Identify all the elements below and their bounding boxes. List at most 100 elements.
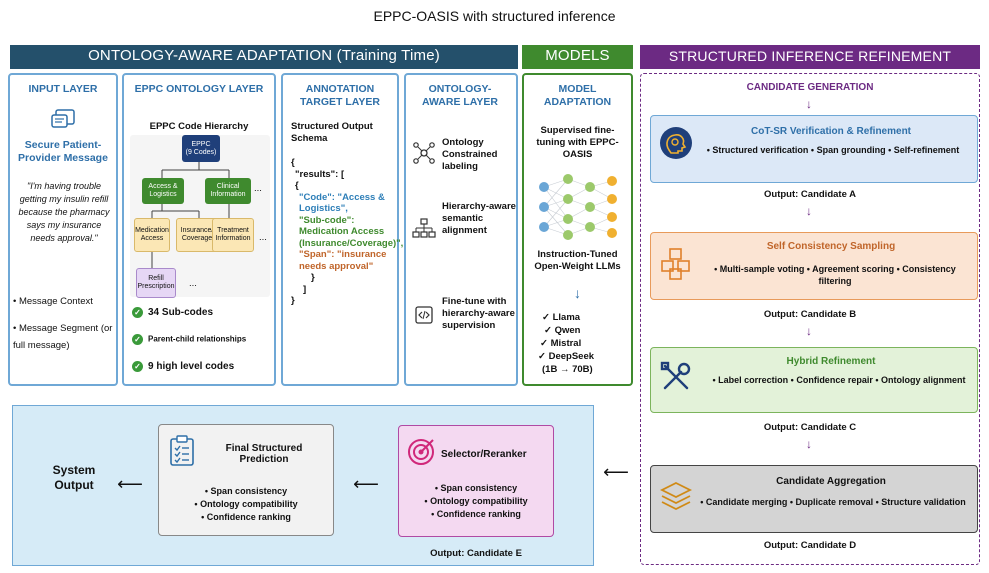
json-line: { <box>291 157 295 168</box>
bullet-text: Message Context <box>18 296 93 307</box>
layers-icon <box>659 480 693 514</box>
clipboard-icon <box>169 435 195 467</box>
selector-item: • Span consistency <box>434 483 518 493</box>
eppc-layer-heading: EPPC ONTOLOGY LAYER <box>134 83 264 95</box>
fact-high-level: ✓9 high level codes <box>132 361 274 372</box>
fact-text: Parent-child relationships <box>148 334 247 344</box>
model-name: Mistral <box>550 338 582 349</box>
node-refill-prescription: Refill Prescription <box>136 268 176 298</box>
json-span-line: "Span": "insurance needs approval" <box>299 249 387 272</box>
input-layer-heading: INPUT LAYER <box>28 83 98 95</box>
input-layer-panel: INPUT LAYER Secure Patient-Provider Mess… <box>8 73 118 386</box>
ellipsis-level1: ... <box>254 183 262 194</box>
selector-title: Selector/Reranker <box>441 449 527 460</box>
root-sublabel: (9 Codes) <box>185 148 217 156</box>
model-qwen: ✓ Qwen <box>538 324 628 337</box>
output-candidate-b: Output: Candidate B <box>763 309 857 320</box>
output-candidate-c: Output: Candidate C <box>763 422 857 433</box>
check-icon: ✓ <box>544 325 552 336</box>
final-item: • Confidence ranking <box>201 512 291 522</box>
check-icon: ✓ <box>132 307 143 318</box>
aware-item-finetune: Fine-tune with hierarchy-aware supervisi… <box>442 296 515 331</box>
hierarchy-icon <box>412 218 436 240</box>
hierarchy-connectors <box>151 162 230 268</box>
stage-candidate-aggregation: Candidate Aggregation • Candidate mergin… <box>650 465 978 533</box>
arrow-down-icon: ↓ <box>806 324 812 338</box>
stage-title: CoT-SR Verification & Refinement <box>750 126 912 137</box>
bullet-message-segment: • Message Segment (or full message) <box>13 323 113 351</box>
final-item: • Span consistency <box>204 486 288 496</box>
check-icon: ✓ <box>538 351 546 362</box>
model-adaptation-desc: Supervised fine-tuning with EPPC-OASIS <box>536 125 619 160</box>
bullet-message-context: • Message Context <box>13 296 93 307</box>
model-mistral: ✓ Mistral <box>538 337 628 350</box>
arrow-down-icon: ↓ <box>574 285 581 301</box>
llm-description: Instruction-Tuned Open-Weight LLMs <box>534 249 621 272</box>
check-icon: ✓ <box>132 361 143 372</box>
node-medication-access: Medication Access <box>134 218 170 252</box>
model-name: DeepSeek <box>548 351 595 362</box>
aware-layer-panel: ONTOLOGY-AWARE LAYER Ontology Constraine… <box>404 73 518 386</box>
model-name: Llama <box>552 312 581 323</box>
models-section-header: MODELS <box>522 45 633 69</box>
model-name: Qwen <box>554 325 581 336</box>
candidate-generation-label: CANDIDATE GENERATION <box>746 82 874 93</box>
node-access-logistics: Access & Logistics <box>142 178 184 204</box>
output-candidate-a: Output: Candidate A <box>764 189 856 200</box>
final-prediction-box: Final Structured Prediction • Span consi… <box>158 424 334 536</box>
json-line: "results": [ <box>295 168 345 180</box>
check-icon: ✓ <box>132 334 143 345</box>
models-panel: MODEL ADAPTATION Supervised fine-tuning … <box>522 73 633 386</box>
arrow-down-icon: ↓ <box>806 437 812 451</box>
aware-item-constrained: Ontology Constrained labeling <box>442 137 498 172</box>
code-file-icon <box>414 305 434 325</box>
json-line: } <box>291 295 295 306</box>
ontology-section-header: ONTOLOGY-AWARE ADAPTATION (Training Time… <box>10 45 518 69</box>
selector-item: • Ontology compatibility <box>424 496 528 506</box>
model-list: ✓ Llama ✓ Qwen ✓ Mistral ✓ DeepSeek (1B … <box>538 311 628 376</box>
output-candidate-d: Output: Candidate D <box>763 540 857 551</box>
node-clinical-information: Clinical Information <box>205 178 251 204</box>
annotation-layer-heading: ANNOTATION TARGET LAYER <box>300 83 380 108</box>
stage-self-consistency: Self Consistency Sampling • Multi-sample… <box>650 232 978 300</box>
structured-inference-panel <box>640 73 980 565</box>
arrow-left-icon: ⟵ <box>603 462 629 482</box>
message-icon <box>50 108 76 132</box>
eppc-layer-panel: EPPC ONTOLOGY LAYER EPPC Code Hierarchy … <box>122 73 276 386</box>
model-llama: ✓ Llama <box>538 311 628 324</box>
stage-body: • Structured verification • Span groundi… <box>706 145 960 155</box>
diagram-title: EPPC-OASIS with structured inference <box>373 8 616 24</box>
root-label: EPPC <box>191 140 211 148</box>
stage-body: • Candidate merging • Duplicate removal … <box>700 497 966 507</box>
model-deepseek: ✓ DeepSeek <box>538 350 628 363</box>
json-line: { <box>295 180 299 191</box>
arrow-left-icon: ⟵ <box>353 474 379 494</box>
json-line: } <box>311 272 315 283</box>
json-subcode-line: "Sub-code": Medication Access (Insurance… <box>299 214 404 249</box>
selector-reranker-box: Selector/Reranker • Span consistency • O… <box>398 425 554 537</box>
json-code-line: "Code": "Access & Logistics", <box>299 191 385 215</box>
system-output-label: System Output <box>52 463 96 492</box>
arrow-left-icon: ⟵ <box>117 474 143 494</box>
ellipsis-level2: ... <box>259 232 267 243</box>
model-range: (1B → 70B) <box>542 364 593 375</box>
hierarchy-title: EPPC Code Hierarchy <box>149 121 249 132</box>
annotation-layer-panel: ANNOTATION TARGET LAYER Structured Outpu… <box>281 73 404 386</box>
json-schema: { "results": [ { "Code": "Access & Logis… <box>291 157 404 307</box>
stage-body: • Multi-sample voting • Agreement scorin… <box>714 264 956 286</box>
stage-hybrid-refinement: Hybrid Refinement • Label correction • C… <box>650 347 978 413</box>
stage-title: Self Consistency Sampling <box>766 241 896 252</box>
bullet-text: Message Segment (or full message) <box>13 323 113 351</box>
fact-subcodes: ✓34 Sub-codes <box>132 307 274 318</box>
schema-title: Structured Output Schema <box>291 121 373 144</box>
stage-cot-sr: CoT-SR Verification & Refinement • Struc… <box>650 115 978 183</box>
node-treatment-information: Treatment Information <box>212 218 254 252</box>
stage-body: • Label correction • Confidence repair •… <box>712 375 966 385</box>
model-adaptation-heading: MODEL ADAPTATION <box>543 83 612 108</box>
ellipsis-level3: ... <box>189 278 197 289</box>
arrow-down-icon: ↓ <box>806 204 812 218</box>
aware-item-semantic: Hierarchy-aware semantic alignment <box>442 201 516 236</box>
structured-section-header: STRUCTURED INFERENCE REFINEMENT <box>640 45 980 69</box>
brain-bulb-icon <box>659 126 693 160</box>
cubes-icon <box>659 247 693 281</box>
